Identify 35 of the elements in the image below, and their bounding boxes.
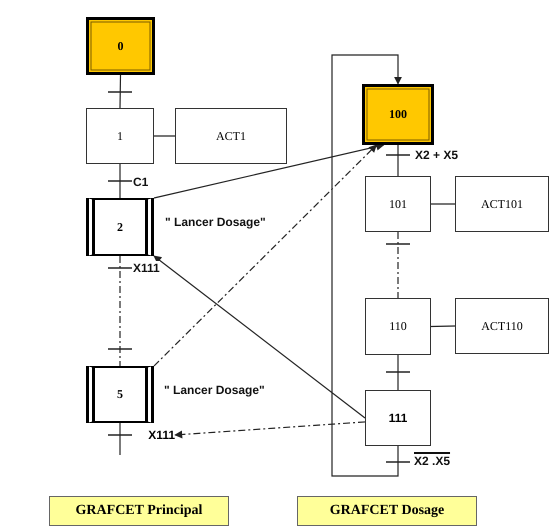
title-box: GRAFCET Principal <box>49 496 229 526</box>
action-box: ACT110 <box>455 298 549 354</box>
title-box: GRAFCET Dosage <box>297 496 477 526</box>
transition-condition: X2 .X5 <box>414 454 450 468</box>
transition-condition: X2 + X5 <box>415 148 458 162</box>
link-line <box>119 75 122 108</box>
link-line <box>430 325 456 328</box>
step-box: 110 <box>365 298 431 355</box>
link-line <box>154 135 175 137</box>
arrow <box>154 144 377 366</box>
link-line <box>397 145 399 176</box>
step-comment: " Lancer Dosage" <box>164 383 265 397</box>
step-comment: " Lancer Dosage" <box>165 215 266 229</box>
action-box: ACT101 <box>455 176 549 232</box>
transition-condition: X111 <box>137 428 175 442</box>
arrow <box>331 54 402 477</box>
link-line <box>397 355 399 390</box>
arrow <box>174 421 366 438</box>
macro-step-box: 5 <box>86 366 154 423</box>
step-box: 1 <box>86 108 154 164</box>
link-line <box>119 423 121 455</box>
step-box: 101 <box>365 176 431 232</box>
arrow <box>154 142 384 199</box>
link-line <box>431 203 455 205</box>
initial-step-box: 100 <box>362 84 434 145</box>
transition-condition: X111 <box>133 261 160 275</box>
link-line <box>119 164 121 198</box>
arrow <box>153 256 366 418</box>
link-line <box>397 232 399 298</box>
macro-step-box: 2 <box>86 198 154 256</box>
initial-step-box: 0 <box>86 17 155 75</box>
link-line <box>119 256 121 366</box>
action-box: ACT1 <box>175 108 287 164</box>
step-box: 111 <box>365 390 431 446</box>
transition-condition: C1 <box>133 175 148 189</box>
